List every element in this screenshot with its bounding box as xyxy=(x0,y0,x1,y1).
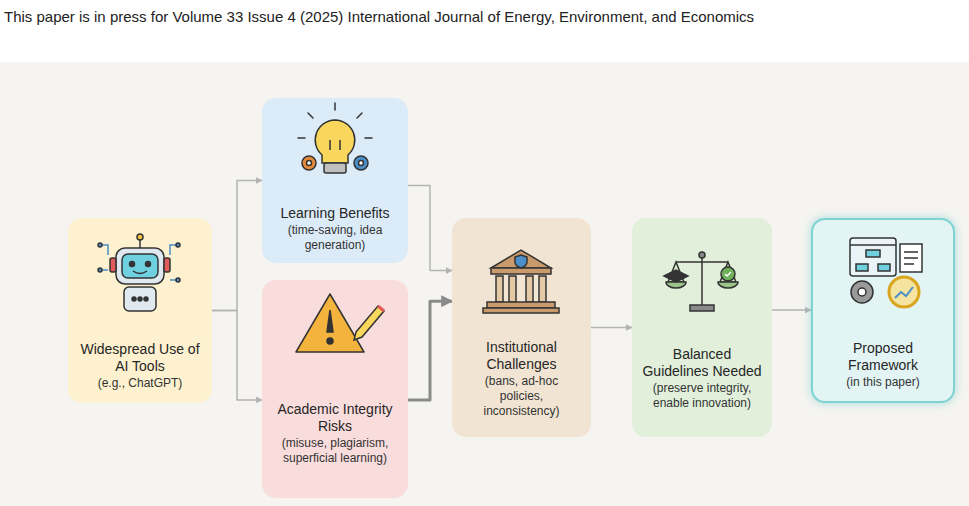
box-heading: Proposed Framework xyxy=(823,340,943,374)
box-heading: Widespread Use of AI Tools xyxy=(78,341,202,375)
flow-arrow xyxy=(212,311,262,400)
header-note: This paper is in press for Volume 33 Iss… xyxy=(4,6,884,28)
process-box: Academic Integrity Risks(misuse, plagiar… xyxy=(262,280,408,498)
box-detail: (in this paper) xyxy=(846,375,919,390)
process-box: Widespread Use of AI Tools(e.g., ChatGPT… xyxy=(68,218,212,403)
flow-arrow xyxy=(772,309,811,311)
box-detail: (preserve integrity, enable innovation) xyxy=(642,381,762,411)
box-detail: (time-saving, idea generation) xyxy=(272,223,398,253)
process-box: Institutional Challenges(bans, ad-hoc po… xyxy=(452,218,591,437)
box-heading: Learning Benefits xyxy=(281,205,390,222)
box-heading: Institutional Challenges xyxy=(462,339,581,373)
flow-arrow xyxy=(591,327,632,329)
flow-arrow xyxy=(408,301,452,400)
flow-arrow xyxy=(408,185,452,270)
box-detail: (e.g., ChatGPT) xyxy=(98,376,183,391)
process-box: Balanced Guidelines Needed(preserve inte… xyxy=(632,218,772,437)
flow-arrow xyxy=(212,181,262,311)
process-box: Proposed Framework(in this paper) xyxy=(811,218,955,403)
box-heading: Academic Integrity Risks xyxy=(272,401,398,435)
box-detail: (bans, ad-hoc policies, inconsistency) xyxy=(462,374,581,419)
box-detail: (misuse, plagiarism, superficial learnin… xyxy=(272,436,398,466)
box-heading: Balanced Guidelines Needed xyxy=(642,346,762,380)
process-box: Learning Benefits(time-saving, idea gene… xyxy=(262,98,408,263)
